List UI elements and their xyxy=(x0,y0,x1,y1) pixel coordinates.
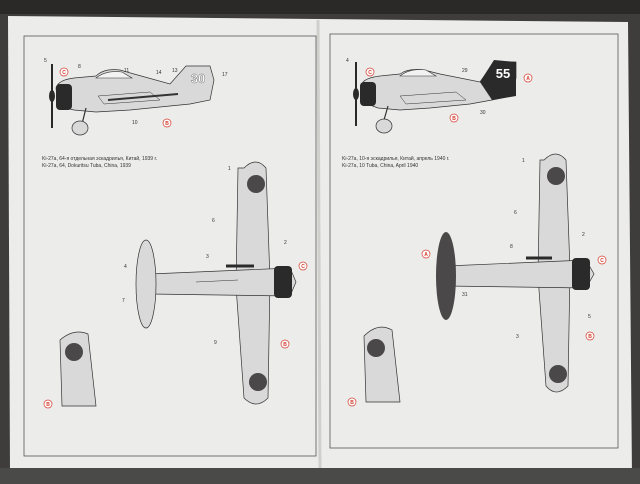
left-frame xyxy=(23,35,317,457)
right-callout-red-b xyxy=(449,113,459,123)
right-lower-wing-detail: B xyxy=(347,326,401,407)
left-top-cowling xyxy=(274,266,292,298)
left-tailplane xyxy=(135,239,157,329)
callout-r5: 5 xyxy=(588,314,591,320)
left-top-canopy-line xyxy=(195,279,239,283)
callout-10: 10 xyxy=(132,120,138,126)
callout-r4: 4 xyxy=(346,58,349,64)
left-spinner xyxy=(49,90,55,102)
right-canopy xyxy=(399,69,438,77)
left-top-callout-red-b-label: B xyxy=(283,342,287,348)
right-callout-red-c-label: C xyxy=(368,70,372,76)
right-callout-red-a-label: A xyxy=(526,76,530,82)
left-callout-red-c xyxy=(59,67,69,77)
left-canopy xyxy=(95,71,134,79)
right-top-view xyxy=(436,153,595,393)
left-lower-wing-detail: B xyxy=(43,331,97,409)
right-callout-red-a xyxy=(523,73,533,83)
right-tail-number: 55 xyxy=(496,66,510,81)
right-spinner xyxy=(353,88,359,100)
left-hinomaru-upper xyxy=(247,175,265,193)
right-wheel-spat xyxy=(375,118,393,134)
right-wingtip-hinomaru xyxy=(367,339,385,357)
callout-r8: 8 xyxy=(510,244,513,250)
left-top-callout-red-c-label: C xyxy=(301,264,305,270)
callout-r30: 30 xyxy=(480,110,486,116)
left-top-callout-red-b xyxy=(280,339,290,349)
right-gear-leg xyxy=(383,105,389,121)
left-callout-red-b xyxy=(162,118,172,128)
right-top-callout-red-a xyxy=(421,249,431,259)
callout-r2: 2 xyxy=(582,232,585,238)
right-side-view: 55 xyxy=(353,60,517,134)
top-edge-shadow xyxy=(0,0,640,14)
left-tail-number: 30 xyxy=(191,71,205,86)
callout-11: 11 xyxy=(124,68,129,74)
right-caption-line2: Ki-27a, 10 Tuba, China, April 1940 xyxy=(342,163,418,169)
left-top-view xyxy=(135,161,297,405)
right-black-tail xyxy=(480,60,516,100)
right-top-callout-red-c-label: C xyxy=(600,258,604,264)
right-hinomaru-upper xyxy=(547,167,565,185)
right-wingtip-callout-red-b xyxy=(347,397,357,407)
right-frame xyxy=(329,33,619,449)
left-cowling xyxy=(56,84,72,110)
right-caption-line1: Ki-27a, 10-я эскадрилья, Китай, апрель 1… xyxy=(342,155,449,162)
right-top-cowling xyxy=(572,258,590,290)
left-fuselage xyxy=(55,65,215,113)
right-cowling xyxy=(360,82,376,106)
left-caption-line1: Ki-27a, 64-я отдельная эскадрилья, Китай… xyxy=(42,155,157,162)
left-wheel-spat xyxy=(71,120,89,136)
right-side-red-callouts: C A B xyxy=(365,67,533,123)
right-top-callout-red-a-label: A xyxy=(424,252,428,258)
right-wing-root xyxy=(399,91,467,105)
callout-r31: 31 xyxy=(462,292,468,298)
callout-r29: 29 xyxy=(462,68,468,74)
left-side-red-callouts: C B xyxy=(59,67,172,128)
callout-5: 5 xyxy=(44,58,47,64)
right-top-callout-red-c xyxy=(597,255,607,265)
right-black-tailplane xyxy=(436,232,456,320)
left-fuselage-band xyxy=(107,93,179,101)
right-side-callouts: 4 29 30 xyxy=(346,58,486,116)
callout-13: 13 xyxy=(172,68,178,74)
right-wingtip-callout-red-b-label: B xyxy=(350,400,354,406)
callout-r1: 1 xyxy=(522,158,525,164)
cutting-mat-edge xyxy=(0,468,640,484)
callout-9: 9 xyxy=(214,340,217,346)
callout-4: 4 xyxy=(124,264,127,270)
left-side-view: 30 xyxy=(49,64,215,136)
left-top-callouts: 1 6 3 2 4 7 9 xyxy=(122,166,287,346)
callout-3: 3 xyxy=(206,254,209,260)
callout-7: 7 xyxy=(122,298,125,304)
callout-17: 17 xyxy=(222,72,228,78)
right-callout-red-c xyxy=(365,67,375,77)
left-callout-red-c-label: C xyxy=(62,70,66,76)
paper-fold xyxy=(316,19,322,477)
callout-2: 2 xyxy=(284,240,287,246)
right-top-callouts: 1 6 8 31 3 2 5 xyxy=(462,158,591,340)
callout-1: 1 xyxy=(228,166,231,172)
left-callout-red-b-label: B xyxy=(165,121,169,127)
callout-8: 8 xyxy=(78,64,81,70)
right-top-callout-red-b xyxy=(585,331,595,341)
left-side-callouts: 5 8 11 14 13 17 10 xyxy=(44,58,228,126)
right-top-red-callouts: A C B xyxy=(421,249,607,341)
left-top-callout-red-c xyxy=(298,261,308,271)
left-wingtip-hinomaru xyxy=(65,343,83,361)
callout-14: 14 xyxy=(156,70,162,76)
callout-r3: 3 xyxy=(516,334,519,340)
callout-6: 6 xyxy=(212,218,215,224)
left-wingtip-callout-red-b xyxy=(43,399,53,409)
right-hinomaru-lower xyxy=(549,365,567,383)
left-wingtip-callout-red-b-label: B xyxy=(46,402,50,408)
left-caption-line2: Ki-27a, 64, Dokuritsu Tuba, China, 1939 xyxy=(42,163,131,169)
callout-r6: 6 xyxy=(514,210,517,216)
left-top-red-callouts: C B xyxy=(280,261,308,349)
right-callout-red-b-label: B xyxy=(452,116,456,122)
left-hinomaru-lower xyxy=(249,373,267,391)
right-fuselage xyxy=(361,61,517,111)
right-top-callout-red-b-label: B xyxy=(588,334,592,340)
